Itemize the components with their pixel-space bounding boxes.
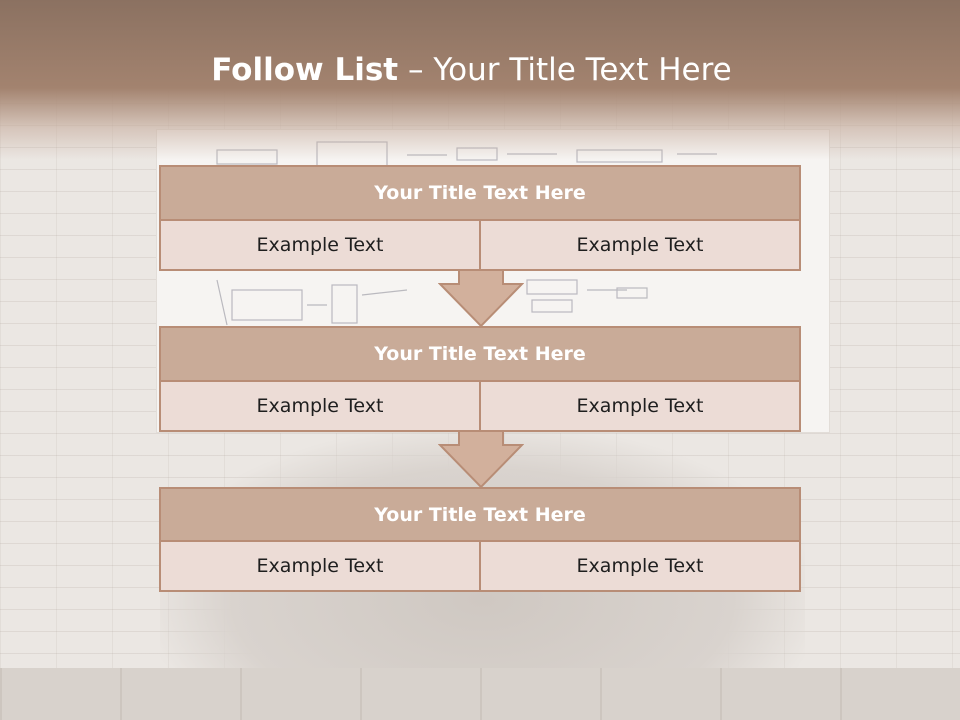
block-heading: Your Title Text Here [159,165,801,221]
block-row: Example Text Example Text [159,382,801,432]
block-row: Example Text Example Text [159,542,801,592]
list-block-1: Your Title Text Here Example Text Exampl… [159,165,801,271]
block-cell-right: Example Text [481,221,801,271]
list-block-2: Your Title Text Here Example Text Exampl… [159,326,801,432]
down-arrow-icon [438,270,524,328]
title-banner [0,0,960,160]
list-block-3: Your Title Text Here Example Text Exampl… [159,487,801,592]
block-heading: Your Title Text Here [159,487,801,542]
block-cell-left: Example Text [159,221,481,271]
block-cell-left: Example Text [159,382,481,432]
block-cell-right: Example Text [481,542,801,592]
title-separator: – [398,52,434,88]
background-floor [0,668,960,720]
block-heading: Your Title Text Here [159,326,801,382]
title-bold: Follow List [211,52,399,88]
title-rest: Your Title Text Here [433,52,732,88]
page-title: Follow List – Your Title Text Here [0,52,943,88]
block-cell-left: Example Text [159,542,481,592]
down-arrow-icon [438,431,524,489]
block-row: Example Text Example Text [159,221,801,271]
block-cell-right: Example Text [481,382,801,432]
